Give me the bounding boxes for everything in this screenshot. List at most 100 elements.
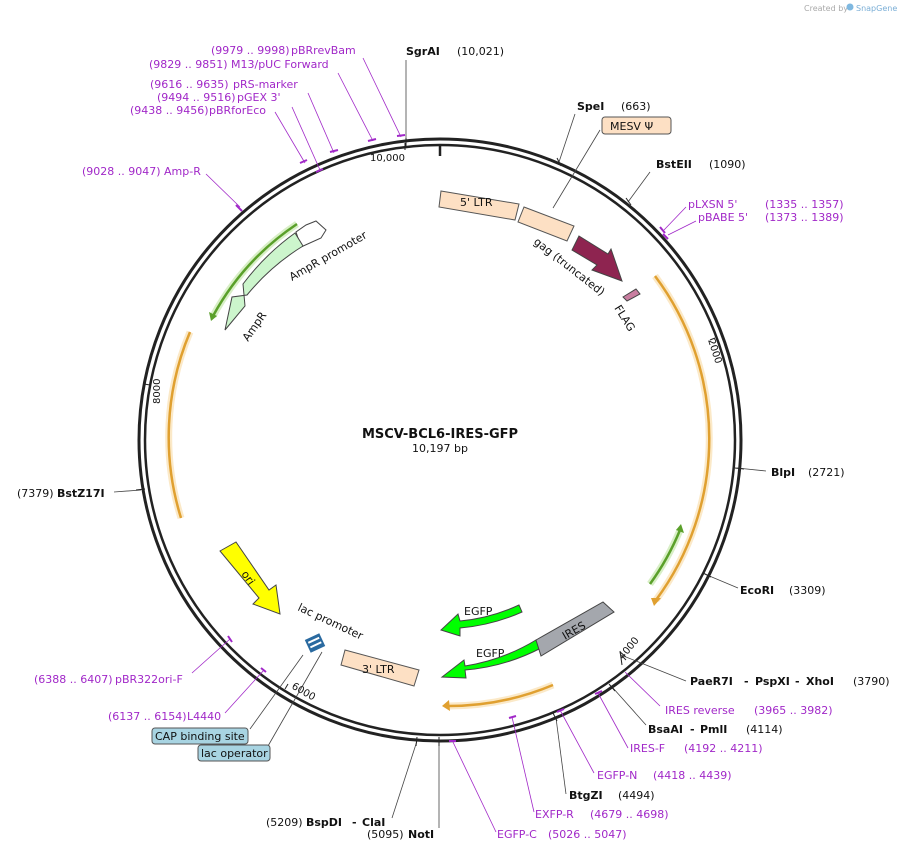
enzyme-paer7i-pspxi-xhoi[interactable]: PaeR7I - PspXI - XhoI (3790) <box>690 675 890 688</box>
svg-text:(9494 .. 9516): (9494 .. 9516) <box>157 91 236 104</box>
svg-text:(3965 .. 3982): (3965 .. 3982) <box>754 704 833 717</box>
svg-text:(9829 .. 9851): (9829 .. 9851) <box>149 58 228 71</box>
feature-gag-truncated[interactable] <box>571 235 623 282</box>
svg-text:pBRforEco: pBRforEco <box>209 104 266 117</box>
lac-operator-box: lac operator <box>197 744 271 762</box>
primer-egfp-n[interactable]: EGFP-N (4418 .. 4439) <box>597 769 732 782</box>
svg-text:EGFP-C: EGFP-C <box>497 828 537 841</box>
primer-l4440[interactable]: (6137 .. 6154) L4440 <box>108 710 221 723</box>
feature-lac-promoter-label: lac promoter <box>296 601 366 643</box>
tick-8000: 8000 <box>152 379 163 404</box>
enzyme-bstz17i[interactable]: (7379) BstZ17I <box>17 487 105 500</box>
svg-text:(663): (663) <box>621 100 651 113</box>
feature-egfp-2-label: EGFP <box>476 647 505 660</box>
svg-text:(5026 .. 5047): (5026 .. 5047) <box>548 828 627 841</box>
svg-text:(1335 .. 1357): (1335 .. 1357) <box>765 198 844 211</box>
svg-text:BtgZI: BtgZI <box>569 789 603 802</box>
svg-text:Amp-R: Amp-R <box>164 165 201 178</box>
mesv-psi-box: MESV Ψ <box>601 116 672 135</box>
enzyme-noti[interactable]: (5095) NotI <box>367 828 434 841</box>
feature-ampr-promoter[interactable]: AmpR promoter <box>287 220 370 284</box>
enzyme-bspdi-clai[interactable]: (5209) BspDI - ClaI <box>266 816 385 829</box>
enzyme-blpi[interactable]: BlpI (2721) <box>771 466 845 479</box>
primer-exfp-r[interactable]: EXFP-R (4679 .. 4698) <box>535 808 669 821</box>
mesv-psi-label: MESV Ψ <box>610 120 653 133</box>
primer-egfp-c[interactable]: EGFP-C (5026 .. 5047) <box>497 828 627 841</box>
feature-ires[interactable]: IRES <box>535 601 615 657</box>
primer-m13-puc-forward[interactable]: (9829 .. 9851) M13/pUC Forward <box>149 58 329 71</box>
svg-text:(4494): (4494) <box>618 789 655 802</box>
svg-text:(9438 .. 9456): (9438 .. 9456) <box>130 104 209 117</box>
feature-5-ltr-label: 5' LTR <box>460 196 493 209</box>
feature-ampr-label: AmpR <box>240 309 270 344</box>
svg-text:BspDI: BspDI <box>306 816 342 829</box>
svg-text:PspXI: PspXI <box>755 675 790 688</box>
feature-5-ltr[interactable]: 5' LTR <box>438 190 520 221</box>
svg-text:(9028 .. 9047): (9028 .. 9047) <box>82 165 161 178</box>
feature-flag[interactable] <box>622 288 641 302</box>
enzyme-bsteii[interactable]: BstEII (1090) <box>656 158 746 171</box>
svg-text:(6388 .. 6407): (6388 .. 6407) <box>34 673 113 686</box>
enzyme-spei[interactable]: SpeI (663) <box>577 100 651 113</box>
primer-leader-lines <box>191 57 697 833</box>
snapgene-logo-icon <box>846 3 854 11</box>
feature-3-ltr-label: 3' LTR <box>362 663 395 676</box>
primer-ires-reverse[interactable]: IRES reverse (3965 .. 3982) <box>665 704 833 717</box>
primer-marks <box>227 134 669 742</box>
svg-text:pGEX 3': pGEX 3' <box>237 91 281 104</box>
enzyme-sgrai[interactable]: SgrAI (10,021) <box>406 45 504 58</box>
svg-text:BstZ17I: BstZ17I <box>57 487 105 500</box>
plasmid-name: MSCV-BCL6-IRES-GFP <box>362 427 518 442</box>
svg-text:EXFP-R: EXFP-R <box>535 808 574 821</box>
svg-text:pBR322ori-F: pBR322ori-F <box>115 673 183 686</box>
enzyme-ecori[interactable]: EcoRI (3309) <box>740 584 826 597</box>
svg-text:(9979 .. 9998): (9979 .. 9998) <box>211 44 290 57</box>
primer-pbabe-5[interactable]: pBABE 5' (1373 .. 1389) <box>698 211 844 224</box>
orf-arcs <box>165 221 713 711</box>
enzyme-bsaai-pmli[interactable]: BsaAI - PmlI (4114) <box>648 723 783 736</box>
enzyme-btgzi[interactable]: BtgZI (4494) <box>569 789 655 802</box>
feature-egfp-2[interactable]: EGFP <box>440 639 542 679</box>
primer-prs-marker[interactable]: (9616 .. 9635) pRS-marker <box>150 78 298 91</box>
feature-lac-promoter[interactable] <box>304 633 326 653</box>
svg-text:pRS-marker: pRS-marker <box>233 78 298 91</box>
svg-text:L4440: L4440 <box>187 710 221 723</box>
watermark-brand: SnapGene <box>856 4 897 13</box>
position-ticks: 10,000 2000 4000 6000 8000 <box>143 143 723 703</box>
backbone-outer-ring <box>137 137 743 743</box>
svg-text:-: - <box>352 816 357 829</box>
tick-10000: 10,000 <box>370 153 405 164</box>
cap-binding-site-box: CAP binding site <box>151 727 249 745</box>
primer-amp-r[interactable]: (9028 .. 9047) Amp-R <box>82 165 201 178</box>
primer-plxsn-5[interactable]: pLXSN 5' (1335 .. 1357) <box>688 198 844 211</box>
svg-text:IRES-F: IRES-F <box>630 742 665 755</box>
svg-text:PmlI: PmlI <box>700 723 727 736</box>
feature-egfp-1[interactable]: EGFP <box>440 604 523 637</box>
primer-pbr322ori-f[interactable]: (6388 .. 6407) pBR322ori-F <box>34 673 183 686</box>
svg-text:pBRrevBam: pBRrevBam <box>291 44 356 57</box>
feature-ori[interactable]: ori <box>219 541 281 615</box>
primer-pgex-3[interactable]: (9494 .. 9516) pGEX 3' <box>157 91 281 104</box>
feature-mesv-psi[interactable] <box>517 206 575 242</box>
svg-text:BstEII: BstEII <box>656 158 692 171</box>
svg-text:-: - <box>690 723 695 736</box>
tick-2000: 2000 <box>705 338 723 366</box>
primer-pbrrevbam[interactable]: (9979 .. 9998) pBRrevBam <box>211 44 356 57</box>
primer-pbrforeco[interactable]: (9438 .. 9456) pBRforEco <box>130 104 266 117</box>
svg-text:pLXSN 5': pLXSN 5' <box>688 198 737 211</box>
enzyme-leader-lines <box>113 60 767 828</box>
svg-text:(10,021): (10,021) <box>457 45 504 58</box>
enzyme-cut-marks <box>135 138 745 747</box>
feature-egfp-1-label: EGFP <box>464 605 493 618</box>
cap-binding-site-label: CAP binding site <box>155 730 245 743</box>
feature-3-ltr[interactable]: 3' LTR <box>340 649 420 687</box>
svg-text:ClaI: ClaI <box>362 816 385 829</box>
svg-text:(1373 .. 1389): (1373 .. 1389) <box>765 211 844 224</box>
primer-ires-f[interactable]: IRES-F (4192 .. 4211) <box>630 742 763 755</box>
svg-text:(4114): (4114) <box>746 723 783 736</box>
svg-text:SgrAI: SgrAI <box>406 45 440 58</box>
svg-text:EcoRI: EcoRI <box>740 584 774 597</box>
svg-text:(7379): (7379) <box>17 487 54 500</box>
svg-text:(5095): (5095) <box>367 828 404 841</box>
